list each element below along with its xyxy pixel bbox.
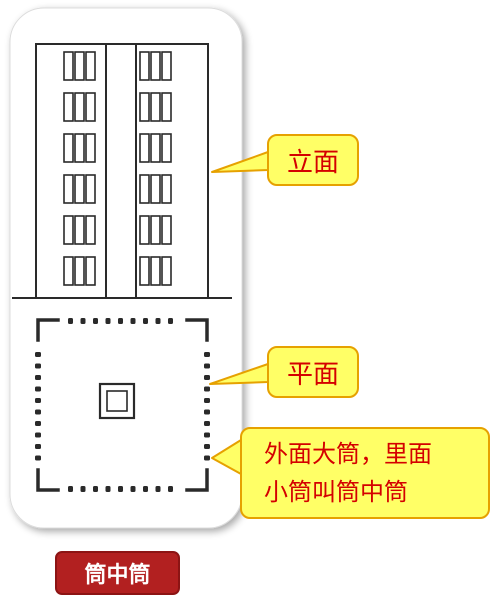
perimeter-column: [35, 444, 41, 449]
corner-column: [36, 318, 60, 342]
perimeter-column: [35, 375, 41, 380]
perimeter-column: [204, 444, 210, 449]
perimeter-column: [80, 318, 86, 324]
window: [161, 133, 172, 163]
building-plan: [35, 318, 210, 492]
perimeter-column: [105, 318, 111, 324]
corner-column: [36, 468, 60, 492]
perimeter-column: [118, 486, 123, 492]
perimeter-column: [204, 455, 210, 461]
window: [161, 92, 172, 122]
elevation-callout: 立面: [267, 134, 359, 186]
perimeter-column: [35, 363, 41, 369]
window: [150, 92, 161, 122]
window: [85, 92, 96, 122]
perimeter-column: [93, 486, 98, 492]
perimeter-column: [204, 352, 210, 357]
perimeter-column: [204, 363, 210, 369]
window: [63, 51, 74, 81]
window: [74, 215, 85, 245]
window: [150, 215, 161, 245]
corner-column: [185, 318, 209, 342]
window: [74, 256, 85, 286]
window: [150, 51, 161, 81]
perimeter-column: [35, 386, 41, 392]
perimeter-column: [93, 318, 98, 324]
perimeter-column: [155, 318, 161, 324]
window: [85, 174, 96, 204]
perimeter-column: [130, 486, 136, 492]
window: [85, 256, 96, 286]
perimeter-column: [80, 486, 86, 492]
description-line-1: 外面大筒，里面: [264, 440, 432, 468]
window: [161, 215, 172, 245]
window: [139, 133, 150, 163]
window: [161, 256, 172, 286]
description-line-2: 小筒叫筒中筒: [264, 478, 408, 506]
perimeter-column: [168, 486, 173, 492]
perimeter-column: [105, 486, 111, 492]
perimeter-column: [68, 486, 73, 492]
building-elevation: [12, 43, 232, 299]
perimeter-column: [35, 398, 41, 403]
window: [150, 133, 161, 163]
perimeter-column: [68, 318, 73, 324]
perimeter-column: [204, 421, 210, 426]
perimeter-column: [155, 486, 161, 492]
perimeter-column: [204, 409, 210, 415]
perimeter-column: [35, 409, 41, 415]
inner-tube-inner: [106, 390, 128, 412]
window: [139, 174, 150, 204]
window: [150, 256, 161, 286]
perimeter-column: [204, 398, 210, 403]
window: [63, 92, 74, 122]
perimeter-column: [35, 432, 41, 438]
perimeter-column: [143, 318, 148, 324]
window: [150, 174, 161, 204]
window: [161, 51, 172, 81]
window: [85, 215, 96, 245]
perimeter-column: [204, 432, 210, 438]
title-badge: 筒中筒: [55, 551, 180, 595]
window: [85, 51, 96, 81]
perimeter-column: [35, 352, 41, 357]
window: [63, 133, 74, 163]
plan-callout: 平面: [267, 346, 359, 398]
window: [139, 51, 150, 81]
description-callout: 外面大筒，里面 小筒叫筒中筒: [240, 427, 490, 519]
window: [85, 133, 96, 163]
window: [63, 215, 74, 245]
window: [74, 133, 85, 163]
window: [74, 174, 85, 204]
perimeter-column: [130, 318, 136, 324]
window: [139, 215, 150, 245]
perimeter-column: [35, 455, 41, 461]
perimeter-column: [118, 318, 123, 324]
window: [139, 92, 150, 122]
title-label: 筒中筒: [84, 563, 151, 588]
window: [74, 51, 85, 81]
perimeter-column: [143, 486, 148, 492]
perimeter-column: [204, 375, 210, 380]
window: [74, 92, 85, 122]
inner-tube-outer: [98, 382, 136, 420]
perimeter-column: [35, 421, 41, 426]
perimeter-column: [204, 386, 210, 392]
window: [161, 174, 172, 204]
corner-column: [185, 468, 209, 492]
window: [63, 174, 74, 204]
plan-label: 平面: [286, 359, 339, 390]
window: [63, 256, 74, 286]
window: [139, 256, 150, 286]
diagram-card: [9, 7, 243, 529]
perimeter-column: [168, 318, 173, 324]
elevation-label: 立面: [286, 147, 339, 178]
